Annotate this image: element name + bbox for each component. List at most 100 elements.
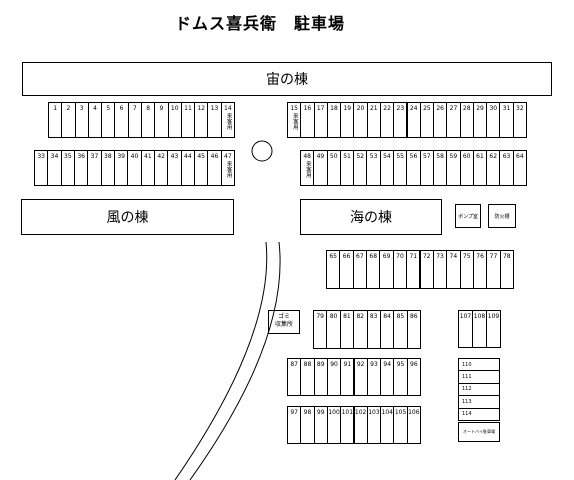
parking-slot-91: 91 [340, 358, 355, 396]
building-kaze-label: 風の棟 [106, 210, 149, 226]
parking-slot-number: 58 [436, 153, 444, 160]
parking-slot-58: 58 [432, 150, 448, 186]
parking-slot-39: 39 [114, 150, 129, 186]
parking-slot-number: 75 [462, 253, 471, 260]
parking-slot-number: 95 [396, 361, 405, 368]
parking-slot-94: 94 [380, 358, 395, 396]
parking-slot-44: 44 [180, 150, 195, 186]
parking-slot-number: 83 [369, 313, 378, 320]
parking-slot-21: 21 [366, 102, 381, 138]
parking-slot-number: 36 [77, 153, 85, 160]
parking-slot-number: 100 [328, 409, 340, 416]
parking-slot-number: 33 [37, 153, 45, 160]
parking-slot-40: 40 [127, 150, 142, 186]
parking-slot-number: 18 [330, 105, 338, 112]
parking-slot-73: 73 [432, 250, 448, 289]
parking-slot-number: 60 [462, 153, 471, 160]
parking-slot-85: 85 [393, 310, 408, 349]
parking-slot-number: 67 [356, 253, 364, 260]
parking-slot-81: 81 [339, 310, 355, 349]
parking-slot-number: 92 [356, 361, 365, 368]
parking-slot-number: 80 [329, 313, 338, 320]
parking-slot-98: 98 [300, 406, 315, 444]
parking-slot-74: 74 [446, 250, 461, 289]
parking-slot-number: 41 [144, 153, 152, 160]
parking-slot-number: 39 [117, 153, 125, 160]
parking-slot-number: 30 [489, 105, 498, 112]
parking-slot-number: 79 [316, 313, 324, 320]
parking-slot-number: 61 [476, 153, 484, 160]
water-tank-label: 防火槽 [494, 213, 510, 220]
parking-slot-31: 31 [499, 102, 514, 138]
parking-slot-number: 63 [502, 153, 511, 160]
parking-slot-number: 24 [409, 105, 418, 112]
parking-slot-number: 74 [449, 253, 458, 260]
parking-slot-11: 11 [180, 102, 196, 138]
parking-slot-number: 107 [459, 313, 472, 320]
parking-slot-13: 13 [207, 102, 222, 138]
parking-slot-number: 69 [382, 253, 391, 260]
parking-slot-100: 100 [326, 406, 342, 444]
parking-slot-30: 30 [486, 102, 501, 138]
parking-slot-29: 29 [472, 102, 488, 138]
parking-slot-number: 35 [64, 153, 72, 160]
parking-slot-16: 16 [300, 102, 315, 138]
parking-slot-43: 43 [167, 150, 182, 186]
building-umi: 海の棟 [300, 199, 442, 235]
parking-slot-number: 105 [394, 409, 407, 416]
parking-slot-number: 38 [104, 153, 112, 160]
parking-slot-12: 12 [194, 102, 209, 138]
parking-slot-71: 71 [406, 250, 421, 289]
guest-parking-label: 来客用 [291, 113, 298, 130]
parking-slot-number: 15 [290, 105, 298, 112]
water-tank: 防火槽 [488, 204, 516, 228]
parking-slot-17: 17 [313, 102, 328, 138]
building-sora-label: 宙の棟 [266, 72, 308, 88]
parking-slot-number: 65 [329, 253, 337, 260]
parking-slot-number: 11 [184, 105, 192, 112]
parking-slot-number: 59 [449, 153, 458, 160]
parking-slot-number: 96 [410, 361, 418, 368]
parking-slot-number: 51 [343, 153, 351, 160]
parking-slot-number: 54 [383, 153, 391, 160]
parking-slot-number: 84 [383, 313, 391, 320]
parking-slot-79: 79 [313, 310, 328, 349]
parking-slot-number: 103 [368, 409, 380, 416]
parking-slot-78: 78 [499, 250, 514, 289]
parking-slot-62: 62 [486, 150, 501, 186]
parking-slot-45: 45 [194, 150, 209, 186]
parking-slot-88: 88 [300, 358, 315, 396]
parking-slot-42: 42 [154, 150, 169, 186]
parking-slot-3: 3 [74, 102, 89, 138]
parking-slot-33: 33 [34, 150, 49, 186]
parking-slot-number: 23 [396, 105, 405, 112]
parking-slot-number: 62 [489, 153, 498, 160]
parking-slot-52: 52 [353, 150, 368, 186]
driveway-curve-outer [189, 241, 281, 480]
parking-slot-number: 32 [516, 105, 524, 112]
parking-slot-number: 90 [330, 361, 338, 368]
parking-slot-number: 86 [409, 313, 418, 320]
parking-slot-number: 104 [381, 409, 393, 416]
parking-slot-101: 101 [340, 406, 355, 444]
parking-slot-number: 99 [316, 409, 325, 416]
parking-slot-97: 97 [287, 406, 302, 444]
parking-slot-number: 5 [106, 105, 111, 112]
parking-slot-number: 37 [90, 153, 99, 160]
parking-slot-113: 113 [458, 395, 500, 409]
building-sora: 宙の棟 [22, 62, 552, 96]
parking-slot-54: 54 [379, 150, 395, 186]
parking-slot-number: 98 [303, 409, 312, 416]
parking-slot-number: 8 [146, 105, 151, 112]
parking-slot-70: 70 [392, 250, 408, 289]
parking-slot-26: 26 [433, 102, 448, 138]
